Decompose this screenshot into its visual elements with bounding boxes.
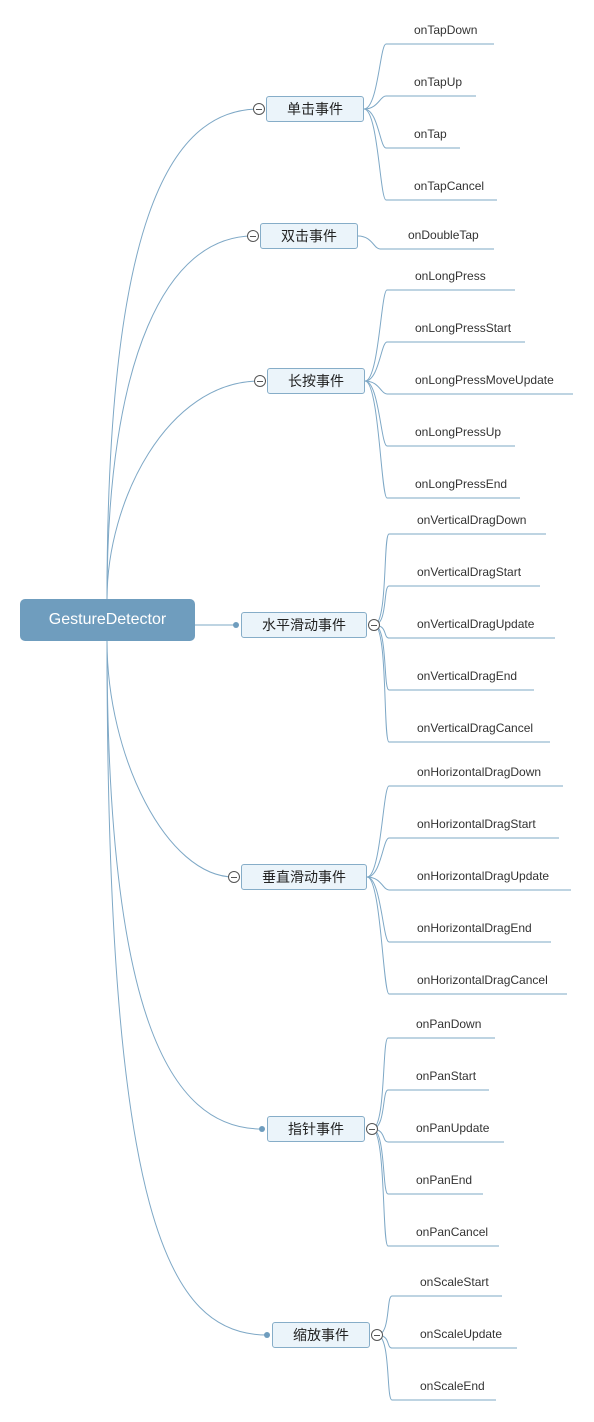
- branch-node-tap[interactable]: 单击事件: [266, 96, 364, 122]
- connector-line: [363, 108, 387, 149]
- connector-line: [106, 640, 235, 878]
- leaf-node[interactable]: onPanEnd: [416, 1173, 473, 1187]
- leaf-node[interactable]: onScaleUpdate: [420, 1327, 503, 1341]
- leaf-node[interactable]: onVerticalDragCancel: [417, 721, 534, 735]
- branch-label: 双击事件: [281, 229, 337, 245]
- branch-label: 缩放事件: [293, 1328, 349, 1344]
- connector-line: [363, 95, 387, 110]
- branch-label: 垂直滑动事件: [262, 870, 346, 886]
- branch-node-pointer[interactable]: 指针事件: [267, 1116, 365, 1142]
- leaf-node[interactable]: onPanStart: [416, 1069, 477, 1083]
- leaf-node[interactable]: onTapUp: [414, 75, 463, 89]
- collapse-toggle-icon[interactable]: [247, 230, 259, 242]
- collapse-toggle-icon[interactable]: [368, 619, 380, 631]
- connector-line: [366, 876, 390, 995]
- leaf-node[interactable]: onTap: [414, 127, 447, 141]
- leaf-node[interactable]: onHorizontalDragStart: [417, 817, 536, 831]
- leaf-node[interactable]: onHorizontalDragCancel: [417, 973, 548, 987]
- branch-label: 长按事件: [288, 374, 344, 390]
- collapse-toggle-icon[interactable]: [253, 103, 265, 115]
- leaf-node[interactable]: onLongPressMoveUpdate: [415, 373, 554, 387]
- collapse-toggle-icon[interactable]: [228, 871, 240, 883]
- leaf-node[interactable]: onLongPressUp: [415, 425, 502, 439]
- leaf-node[interactable]: onScaleStart: [420, 1275, 489, 1289]
- connector-dot-icon: [264, 1332, 270, 1338]
- leaf-node[interactable]: onHorizontalDragDown: [417, 765, 542, 779]
- connector-line: [371, 1128, 389, 1195]
- leaf-node[interactable]: onPanCancel: [416, 1225, 489, 1239]
- branch-label: 单击事件: [287, 102, 343, 118]
- connector-line: [106, 108, 260, 600]
- leaf-node[interactable]: onLongPressStart: [415, 321, 512, 335]
- leaf-node[interactable]: onVerticalDragEnd: [417, 669, 518, 683]
- connector-line: [106, 380, 261, 600]
- connector-line: [363, 108, 387, 201]
- connector-line: [366, 876, 390, 891]
- collapse-toggle-icon[interactable]: [366, 1123, 378, 1135]
- collapse-toggle-icon[interactable]: [254, 375, 266, 387]
- connector-line: [364, 380, 388, 499]
- connector-line: [366, 876, 390, 943]
- leaf-node[interactable]: onHorizontalDragUpdate: [417, 869, 550, 883]
- connector-line: [364, 289, 388, 382]
- root-label: GestureDetector: [48, 611, 167, 628]
- root-node[interactable]: GestureDetector: [20, 599, 195, 641]
- connector-dot-icon: [233, 622, 239, 628]
- connector-dot-icon: [259, 1126, 265, 1132]
- leaf-node[interactable]: onVerticalDragStart: [417, 565, 522, 579]
- connector-line: [364, 341, 388, 382]
- leaf-node[interactable]: onPanDown: [416, 1017, 482, 1031]
- leaf-node[interactable]: onDoubleTap: [408, 228, 479, 242]
- collapse-toggle-icon[interactable]: [371, 1329, 383, 1341]
- connector-line: [373, 624, 390, 691]
- connector-line: [106, 235, 254, 600]
- branch-node-long-press[interactable]: 长按事件: [267, 368, 365, 394]
- connector-line: [106, 640, 263, 1130]
- connector-line: [106, 640, 268, 1336]
- branch-node-vertical-swipe[interactable]: 垂直滑动事件: [241, 864, 367, 890]
- branch-label: 指针事件: [288, 1122, 344, 1138]
- connector-line: [376, 1334, 393, 1401]
- branch-node-scale[interactable]: 缩放事件: [272, 1322, 370, 1348]
- leaf-node[interactable]: onHorizontalDragEnd: [417, 921, 532, 935]
- branch-label: 水平滑动事件: [262, 618, 346, 634]
- leaf-node[interactable]: onScaleEnd: [420, 1379, 485, 1393]
- branch-node-horizontal-swipe[interactable]: 水平滑动事件: [241, 612, 367, 638]
- connector-line: [366, 785, 390, 878]
- connector-line: [357, 235, 381, 250]
- leaf-node[interactable]: onTapCancel: [414, 179, 485, 193]
- connector-line: [371, 1037, 389, 1130]
- connector-line: [363, 43, 387, 110]
- leaf-node[interactable]: onPanUpdate: [416, 1121, 490, 1135]
- leaf-node[interactable]: onLongPressEnd: [415, 477, 508, 491]
- branch-node-double-tap[interactable]: 双击事件: [260, 223, 358, 249]
- connector-line: [364, 380, 388, 447]
- connector-line: [366, 837, 390, 878]
- leaf-node[interactable]: onLongPress: [415, 269, 486, 283]
- connector-line: [364, 380, 388, 395]
- connector-line: [373, 533, 390, 626]
- leaf-node[interactable]: onVerticalDragDown: [417, 513, 527, 527]
- leaf-node[interactable]: onTapDown: [414, 23, 478, 37]
- leaf-node[interactable]: onVerticalDragUpdate: [417, 617, 535, 631]
